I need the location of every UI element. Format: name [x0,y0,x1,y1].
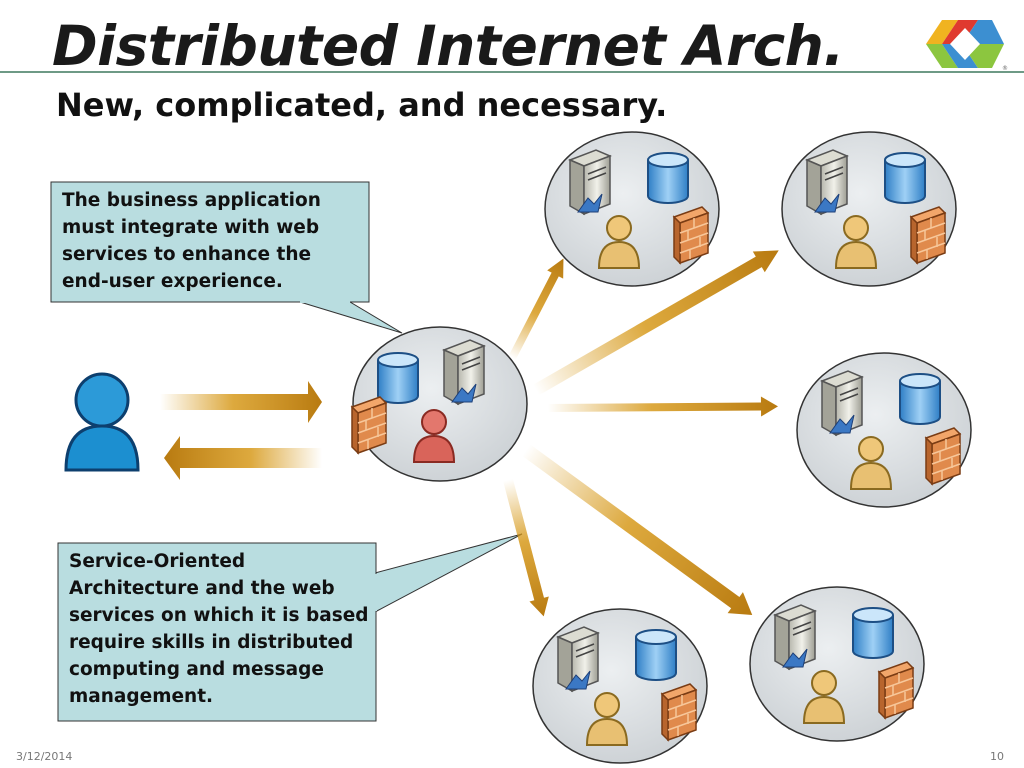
database-icon [647,152,689,204]
remote-service-node-5 [749,586,925,742]
remote-service-node-4 [532,608,708,764]
end-user-icon [64,372,140,472]
remote-service-node-1 [544,131,720,287]
slide-subtitle: New, complicated, and necessary. [56,86,668,124]
firewall-icon [673,206,709,264]
arrow-to-node-2 [533,250,779,396]
title-divider [0,71,1024,73]
remote-service-node-3 [796,352,972,508]
firewall-icon [878,661,914,719]
slide-title: Distributed Internet Arch. [52,14,844,78]
database-icon [377,352,419,404]
server-icon [774,604,816,670]
response-arrow [164,436,322,480]
visual-studio-logo-icon: ® [926,20,1008,72]
callout-business-application [50,181,403,334]
server-icon [821,370,863,436]
arrow-to-node-1 [508,258,564,360]
application-server-node [351,326,528,482]
request-arrow [160,381,322,423]
callout-soa-skills [57,533,523,722]
callout-business-application-text: The business application must integrate … [62,190,321,292]
slide-page-number: 10 [990,750,1004,763]
firewall-icon [925,427,961,485]
server-icon [557,626,599,692]
svg-text:®: ® [1002,65,1008,72]
server-icon [569,149,611,215]
firewall-icon [661,683,697,741]
remote-service-node-2 [781,131,957,287]
arrow-to-node-5 [521,444,753,615]
database-icon [884,152,926,204]
database-icon [899,373,941,425]
arrow-to-node-3 [547,396,778,417]
firewall-icon [351,396,387,454]
firewall-icon [910,206,946,264]
database-icon [635,629,677,681]
database-icon [852,607,894,659]
server-icon [806,149,848,215]
server-icon [443,339,485,405]
callout-soa-skills-text: Service-Oriented Architecture and the we… [69,551,369,707]
arrow-to-node-4 [503,478,549,617]
slide-date: 3/12/2014 [16,750,73,763]
